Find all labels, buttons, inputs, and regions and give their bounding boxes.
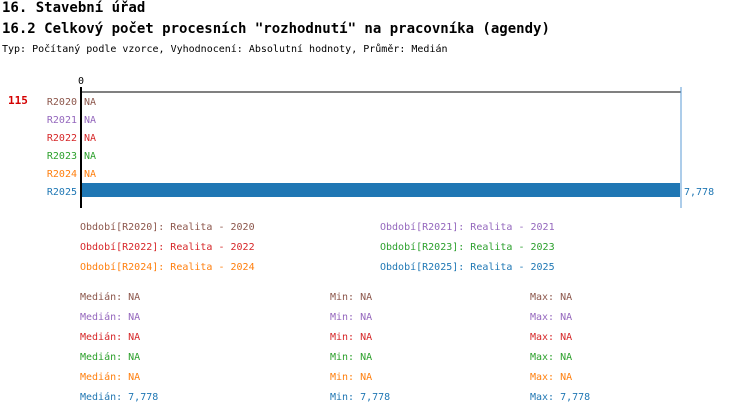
stat-max-R2023: Max: NA (530, 352, 573, 363)
page-title: 16. Stavební úřad (2, 0, 146, 16)
stat-median-R2022: Medián: NA (80, 332, 141, 343)
y-tick-label-R2022: R2022 (47, 133, 77, 144)
stat-min-R2025: Min: 7,778 (330, 392, 391, 403)
y-tick-label-R2024: R2024 (47, 169, 77, 180)
stat-min-R2023: Min: NA (330, 352, 373, 363)
stat-min-R2024: Min: NA (330, 372, 373, 383)
bar-value-label-R2023: NA (84, 151, 96, 162)
chart-description: Typ: Počítaný podle vzorce, Vyhodnocení:… (2, 44, 448, 55)
legend-item-R2025: Období[R2025]: Realita - 2025 (380, 262, 555, 273)
stat-median-R2024: Medián: NA (80, 372, 141, 383)
bar-value-label-R2024: NA (84, 169, 96, 180)
legend-item-R2024: Období[R2024]: Realita - 2024 (80, 262, 255, 273)
bar-value-label-R2022: NA (84, 133, 96, 144)
bar-R2025 (81, 183, 680, 197)
legend-item-R2021: Období[R2021]: Realita - 2021 (380, 222, 555, 233)
y-tick-label-R2021: R2021 (47, 115, 77, 126)
stat-min-R2020: Min: NA (330, 292, 373, 303)
stat-max-R2025: Max: 7,778 (530, 392, 591, 403)
stat-median-R2021: Medián: NA (80, 312, 141, 323)
y-tick-label-R2025: R2025 (47, 187, 77, 198)
legend-item-R2023: Období[R2023]: Realita - 2023 (380, 242, 555, 253)
stat-max-R2020: Max: NA (530, 292, 573, 303)
bar-value-label-R2021: NA (84, 115, 96, 126)
row-id-label: 115 (8, 94, 28, 107)
legend-item-R2020: Období[R2020]: Realita - 2020 (80, 222, 255, 233)
y-tick-label-R2023: R2023 (47, 151, 77, 162)
legend-item-R2022: Období[R2022]: Realita - 2022 (80, 242, 255, 253)
stat-max-R2022: Max: NA (530, 332, 573, 343)
bar-value-label-R2025: 7,778 (684, 187, 714, 198)
bar-value-label-R2020: NA (84, 97, 96, 108)
chart-title: 16.2 Celkový počet procesních "rozhodnut… (2, 21, 550, 37)
stat-median-R2023: Medián: NA (80, 352, 141, 363)
stat-max-R2021: Max: NA (530, 312, 573, 323)
y-tick-label-R2020: R2020 (47, 97, 77, 108)
stat-median-R2020: Medián: NA (80, 292, 141, 303)
stat-median-R2025: Medián: 7,778 (80, 392, 159, 403)
stat-min-R2022: Min: NA (330, 332, 373, 343)
stat-min-R2021: Min: NA (330, 312, 373, 323)
stat-max-R2024: Max: NA (530, 372, 573, 383)
x-tick-label-zero: 0 (78, 76, 84, 87)
